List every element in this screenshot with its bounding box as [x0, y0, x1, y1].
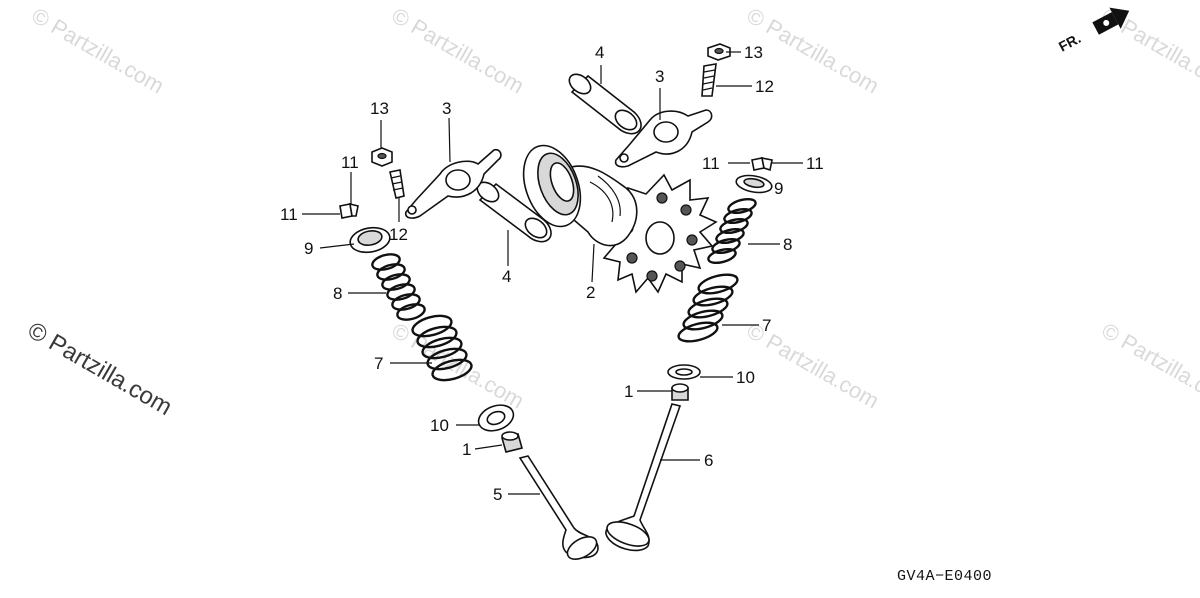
callout-9-left: 9: [304, 239, 313, 258]
callout-8-left: 8: [333, 284, 342, 303]
watermark: © Partzilla.com: [1098, 318, 1200, 414]
callout-2: 2: [586, 283, 595, 302]
camshaft-assembly: [522, 144, 718, 294]
valve-right: [605, 403, 682, 552]
callout-6: 6: [704, 451, 713, 470]
stem-seal-right: [671, 383, 689, 401]
callout-3-upper: 3: [655, 67, 664, 86]
callout-10-right: 10: [736, 368, 755, 387]
valve-cotter-right: [751, 156, 773, 172]
callout-4-lower: 4: [502, 267, 511, 286]
diagram-code: GV4A−E0400: [897, 568, 992, 585]
callout-10-left: 10: [430, 416, 449, 435]
callout-8-right: 8: [783, 235, 792, 254]
callout-3-lower: 3: [442, 99, 451, 118]
callout-13-right: 13: [744, 43, 763, 62]
adjusting-nut-right: [707, 43, 731, 61]
front-label: FR.: [1056, 30, 1083, 55]
front-arrow-icon: [1092, 7, 1130, 35]
outer-spring-left: [411, 314, 473, 382]
inner-spring-left: [371, 253, 426, 321]
valve-left: [518, 455, 599, 560]
rocker-shaft-upper: [568, 73, 642, 135]
spring-seat-left: [477, 404, 515, 432]
spring-retainer-right: [735, 174, 773, 194]
callout-4-upper: 4: [595, 43, 604, 62]
callout-11-left-b: 11: [280, 205, 298, 224]
callout-5: 5: [493, 485, 502, 504]
callout-7-left: 7: [374, 354, 383, 373]
callout-11-right-b: 11: [806, 154, 824, 173]
rocker-arm-upper: [614, 109, 713, 168]
callout-12-left: 12: [389, 225, 408, 244]
adjusting-screw-left: [389, 169, 405, 199]
spring-seat-right: [667, 364, 701, 380]
watermark: © Partzilla.com: [28, 3, 169, 99]
valve-cotter-left: [339, 202, 359, 219]
adjusting-screw-right: [701, 63, 717, 97]
rocker-shaft-lower: [476, 181, 552, 243]
adjusting-nut-left: [371, 147, 393, 167]
callout-9-right: 9: [774, 179, 783, 198]
outer-spring-right: [677, 273, 739, 343]
callout-1-left: 1: [462, 440, 471, 459]
rocker-arm-lower: [404, 148, 502, 219]
watermark: © Partzilla.com: [388, 3, 529, 99]
inner-spring-right: [707, 197, 757, 265]
callouts: 4 3 13 12 11 11 9 8 7 10 1 6 2 4 3 13 11…: [280, 43, 824, 504]
callout-1-right: 1: [624, 382, 633, 401]
watermark-main: © Partzilla.com: [23, 317, 177, 421]
callout-7-right: 7: [762, 316, 771, 335]
callout-11-left-a: 11: [341, 153, 359, 172]
spring-retainer-left: [349, 226, 391, 254]
leader-lines: [302, 51, 803, 495]
callout-13-left: 13: [370, 99, 389, 118]
callout-11-right-a: 11: [702, 154, 720, 173]
callout-12-right: 12: [755, 77, 774, 96]
stem-seal-left: [501, 431, 523, 453]
